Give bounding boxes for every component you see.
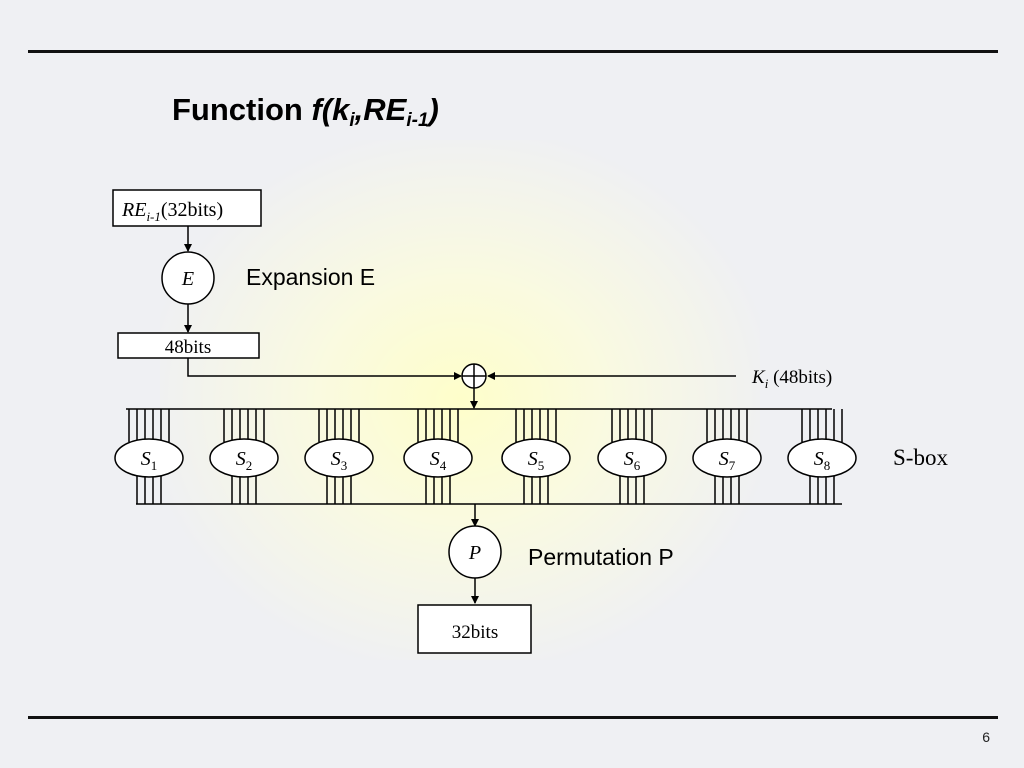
sbox-4 bbox=[403, 438, 473, 478]
top-rule bbox=[28, 50, 998, 53]
expansion-node-label: E bbox=[181, 268, 194, 290]
sbox-7 bbox=[692, 438, 762, 478]
sbox-row: S1 S2 S3 S4 S5 S6 S7 S8 bbox=[114, 438, 857, 478]
output-box bbox=[417, 604, 532, 654]
sbox-4-label: S4 bbox=[430, 448, 447, 473]
permutation-label: Permutation P bbox=[528, 544, 674, 570]
sbox-6 bbox=[597, 438, 667, 478]
input-box bbox=[112, 189, 262, 227]
sbox-8-label: S8 bbox=[814, 448, 831, 473]
sbox-3-label: S3 bbox=[331, 448, 348, 473]
sbox-3 bbox=[304, 438, 374, 478]
bottom-rule bbox=[28, 716, 998, 719]
sbox-7-label: S7 bbox=[719, 448, 736, 473]
expansion-label: Expansion E bbox=[246, 264, 375, 290]
expanded-box-label: 48bits bbox=[165, 337, 211, 358]
input-box-label: REi-1(32bits) bbox=[121, 199, 223, 224]
sbox-5 bbox=[501, 438, 571, 478]
sbox-1-label: S1 bbox=[141, 448, 158, 473]
sbox-8 bbox=[787, 438, 857, 478]
sbox-1 bbox=[114, 438, 184, 478]
sbox-2 bbox=[209, 438, 279, 478]
xor-icon bbox=[461, 363, 487, 389]
sbox-2-label: S2 bbox=[236, 448, 253, 473]
arrow-48bits-to-xor bbox=[187, 358, 462, 380]
output-box-label: 32bits bbox=[452, 622, 498, 643]
sbox-label: S-box bbox=[893, 445, 948, 470]
sbox-wires bbox=[128, 409, 843, 504]
slide-title: Function f(ki,REi-1) bbox=[172, 92, 439, 131]
permutation-node-label: P bbox=[468, 542, 481, 564]
sbox-6-label: S6 bbox=[624, 448, 641, 473]
page-number: 6 bbox=[982, 729, 990, 745]
sbox-5-label: S5 bbox=[528, 448, 545, 473]
key-label: Ki (48bits) bbox=[751, 367, 832, 391]
expanded-box bbox=[117, 332, 260, 359]
